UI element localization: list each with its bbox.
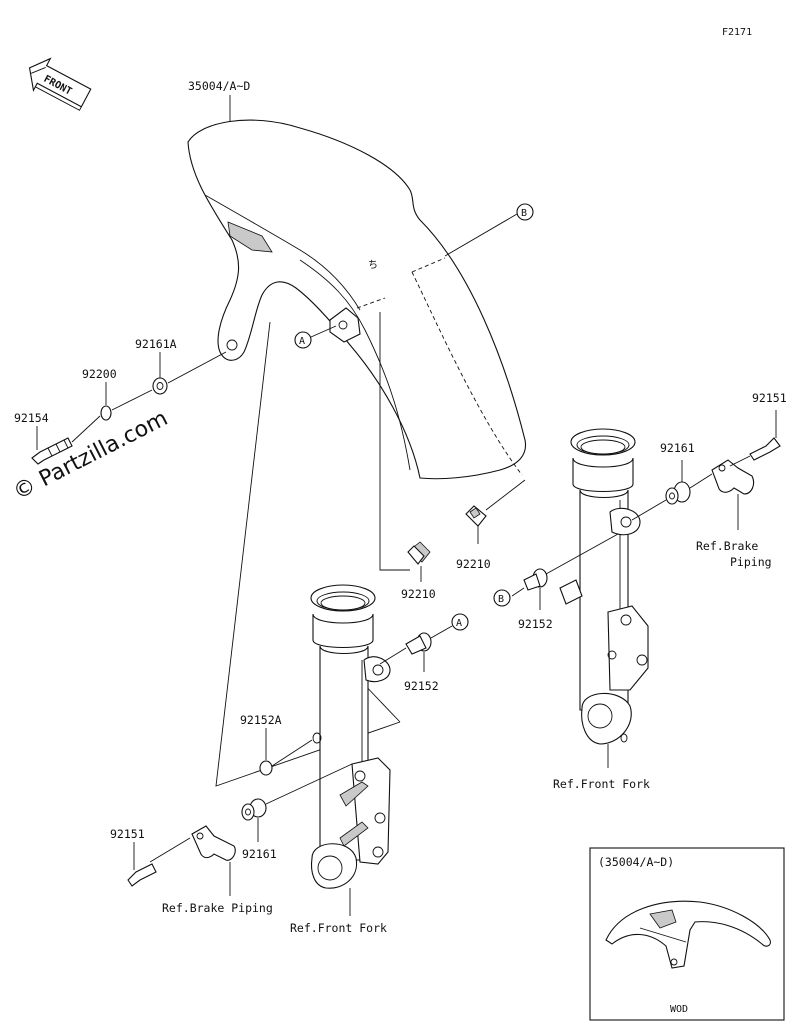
inset-caption: WOD [670,1004,688,1015]
nut-92210-right [465,505,487,527]
label-92152A: 92152A [240,713,282,727]
label-92161A: 92161A [135,337,177,351]
svg-text:A: A [456,618,462,629]
washer-92200 [100,405,112,421]
svg-text:A: A [299,336,305,347]
label-fender: 35004/A~D [188,79,250,93]
label-92200: 92200 [82,367,117,381]
marker-b-fork: B [493,589,511,607]
label-92161-left: 92161 [242,847,277,861]
label-92152-right: 92152 [518,617,553,631]
svg-text:B: B [498,594,504,605]
collar-92161-right [665,481,691,505]
label-ref-brake-right-2: Piping [730,555,772,569]
collar-92161-left [241,798,267,821]
right-front-fork [559,428,649,745]
collar-92161A [152,377,168,395]
label-92210-left: 92210 [401,587,436,601]
label-ref-fork-right: Ref.Front Fork [553,777,650,791]
fender-small-mark: ち [368,259,378,271]
figure-code: F2171 [722,27,752,38]
label-92161-right: 92161 [660,441,695,455]
label-ref-fork-left: Ref.Front Fork [290,921,387,935]
bolt-92152-right [523,568,548,591]
bolt-92154 [31,437,73,465]
inset-box: (35004/A~D) WOD [589,847,785,1021]
bolt-92152-left [405,632,432,655]
label-92151-left: 92151 [110,827,145,841]
bolt-92151-left [127,863,157,887]
label-92154: 92154 [14,411,49,425]
label-ref-brake-right-1: Ref.Brake [696,539,758,553]
inset-title: (35004/A~D) [598,855,674,869]
marker-a-fork: A [451,613,469,631]
brake-clamp-left [191,825,236,861]
brake-clamp-right [711,459,755,495]
label-92152-left: 92152 [404,679,439,693]
bolt-92151-right [749,437,781,461]
label-92151-right: 92151 [752,391,787,405]
label-ref-brake-left: Ref.Brake Piping [162,901,273,915]
svg-text:B: B [521,208,527,219]
marker-a-fender: A [294,325,337,349]
nut-92210-left [407,541,431,565]
left-front-fork [310,584,391,889]
front-arrow-icon: FRONT [28,57,92,111]
bolt-92152A [259,760,273,776]
marker-b-fender: B [444,203,534,257]
front-fender: ち [187,119,527,480]
label-92210-right: 92210 [456,557,491,571]
